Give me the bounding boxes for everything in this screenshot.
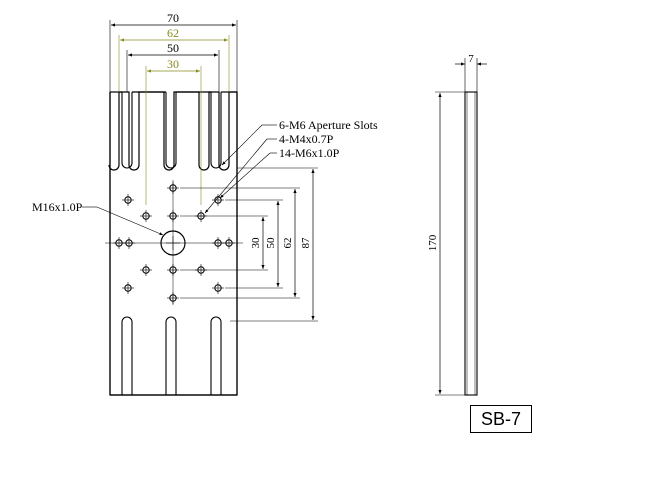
dim-50-label: 50	[167, 41, 179, 55]
part-number-box: SB-7	[470, 405, 532, 433]
dim-62-label: 62	[167, 26, 179, 40]
callout-m16-label: M16x1.0P	[32, 200, 83, 214]
top-slots	[121, 92, 222, 169]
tapped-hole	[122, 282, 134, 294]
vdim-50: 50	[265, 201, 280, 287]
vdim-30-label: 30	[250, 237, 262, 249]
m16-center-hole	[160, 230, 186, 256]
tapped-hole	[223, 237, 235, 249]
bottom-slot-center	[165, 316, 177, 395]
callout-m6: 14-M6x1.0P	[219, 146, 340, 199]
tapped-hole	[212, 282, 224, 294]
dim-30: 30	[145, 57, 202, 205]
top-slot-center	[165, 92, 177, 169]
vdim-62-label: 62	[282, 238, 294, 249]
tapped-hole	[140, 264, 152, 276]
dim-50: 50	[126, 41, 220, 92]
tapped-hole	[212, 194, 224, 206]
bottom-slots	[121, 316, 222, 395]
callout-m16: M16x1.0P	[32, 200, 164, 236]
vdim-extension-lines	[180, 167, 318, 322]
callout-slots: 6-M6 Aperture Slots	[221, 118, 378, 166]
vdim-87-label: 87	[300, 237, 312, 249]
tapped-hole	[122, 194, 134, 206]
side-dim-170-label: 170	[427, 234, 439, 251]
callout-m4-label: 4-M4x0.7P	[279, 132, 334, 146]
part-number-label: SB-7	[480, 408, 522, 429]
dim-62: 62	[118, 26, 230, 92]
top-slot-right	[210, 92, 222, 169]
bottom-slot-left	[121, 316, 133, 395]
side-dim-7-label: 7	[468, 53, 474, 65]
dim-70: 70	[109, 11, 238, 92]
vdim-62: 62	[282, 189, 297, 297]
bottom-slot-right	[210, 316, 222, 395]
tapped-hole	[123, 237, 135, 249]
side-view-outline	[464, 91, 478, 396]
tapped-hole	[212, 237, 224, 249]
dim-30-label: 30	[167, 57, 179, 71]
plate-edges	[109, 91, 238, 396]
hole-pattern	[113, 182, 235, 304]
tapped-hole	[140, 210, 152, 222]
tapped-hole	[167, 182, 179, 194]
callout-m6-label: 14-M6x1.0P	[279, 146, 340, 160]
callout-slots-label: 6-M6 Aperture Slots	[279, 118, 378, 132]
vdim-87: 87	[300, 169, 315, 320]
tapped-hole	[167, 210, 179, 222]
top-slot-left	[121, 92, 133, 169]
vdim-50-label: 50	[265, 237, 277, 249]
dim-70-label: 70	[167, 11, 179, 25]
tapped-hole	[167, 264, 179, 276]
vdim-30: 30	[250, 217, 265, 269]
callout-m4: 4-M4x0.7P	[204, 132, 334, 214]
side-view: 7 170	[427, 53, 487, 396]
tapped-hole	[167, 292, 179, 304]
